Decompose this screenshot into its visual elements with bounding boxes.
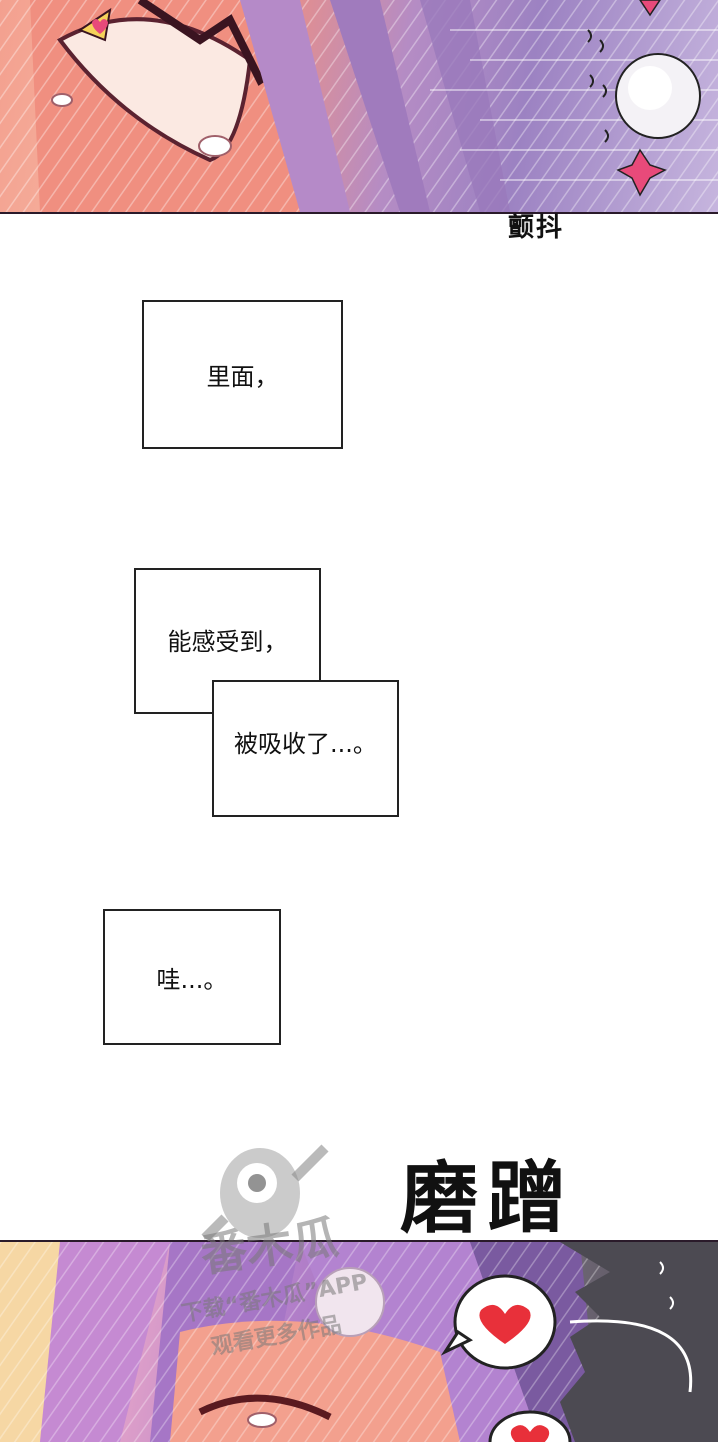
caption-box-inside: 里面， xyxy=(142,300,343,449)
caption-text: 里面， xyxy=(206,363,279,391)
manga-panel-top xyxy=(0,0,718,214)
manga-panel-bottom xyxy=(0,1240,718,1442)
panel-top-art xyxy=(0,0,718,212)
caption-box-absorbed: 被吸收了...。 xyxy=(212,680,399,817)
caption-box-wow: 哇...。 xyxy=(103,909,281,1045)
sfx-rubbing: 磨蹭 xyxy=(400,1154,577,1244)
caption-text: 能感受到， xyxy=(167,628,288,656)
panel-bottom-art xyxy=(0,1242,718,1442)
caption-text: 被吸收了...。 xyxy=(234,730,377,758)
sfx-tremble: 颤抖 xyxy=(508,213,565,243)
watermark-mascot-icon xyxy=(201,1144,329,1242)
caption-text: 哇...。 xyxy=(156,965,228,994)
